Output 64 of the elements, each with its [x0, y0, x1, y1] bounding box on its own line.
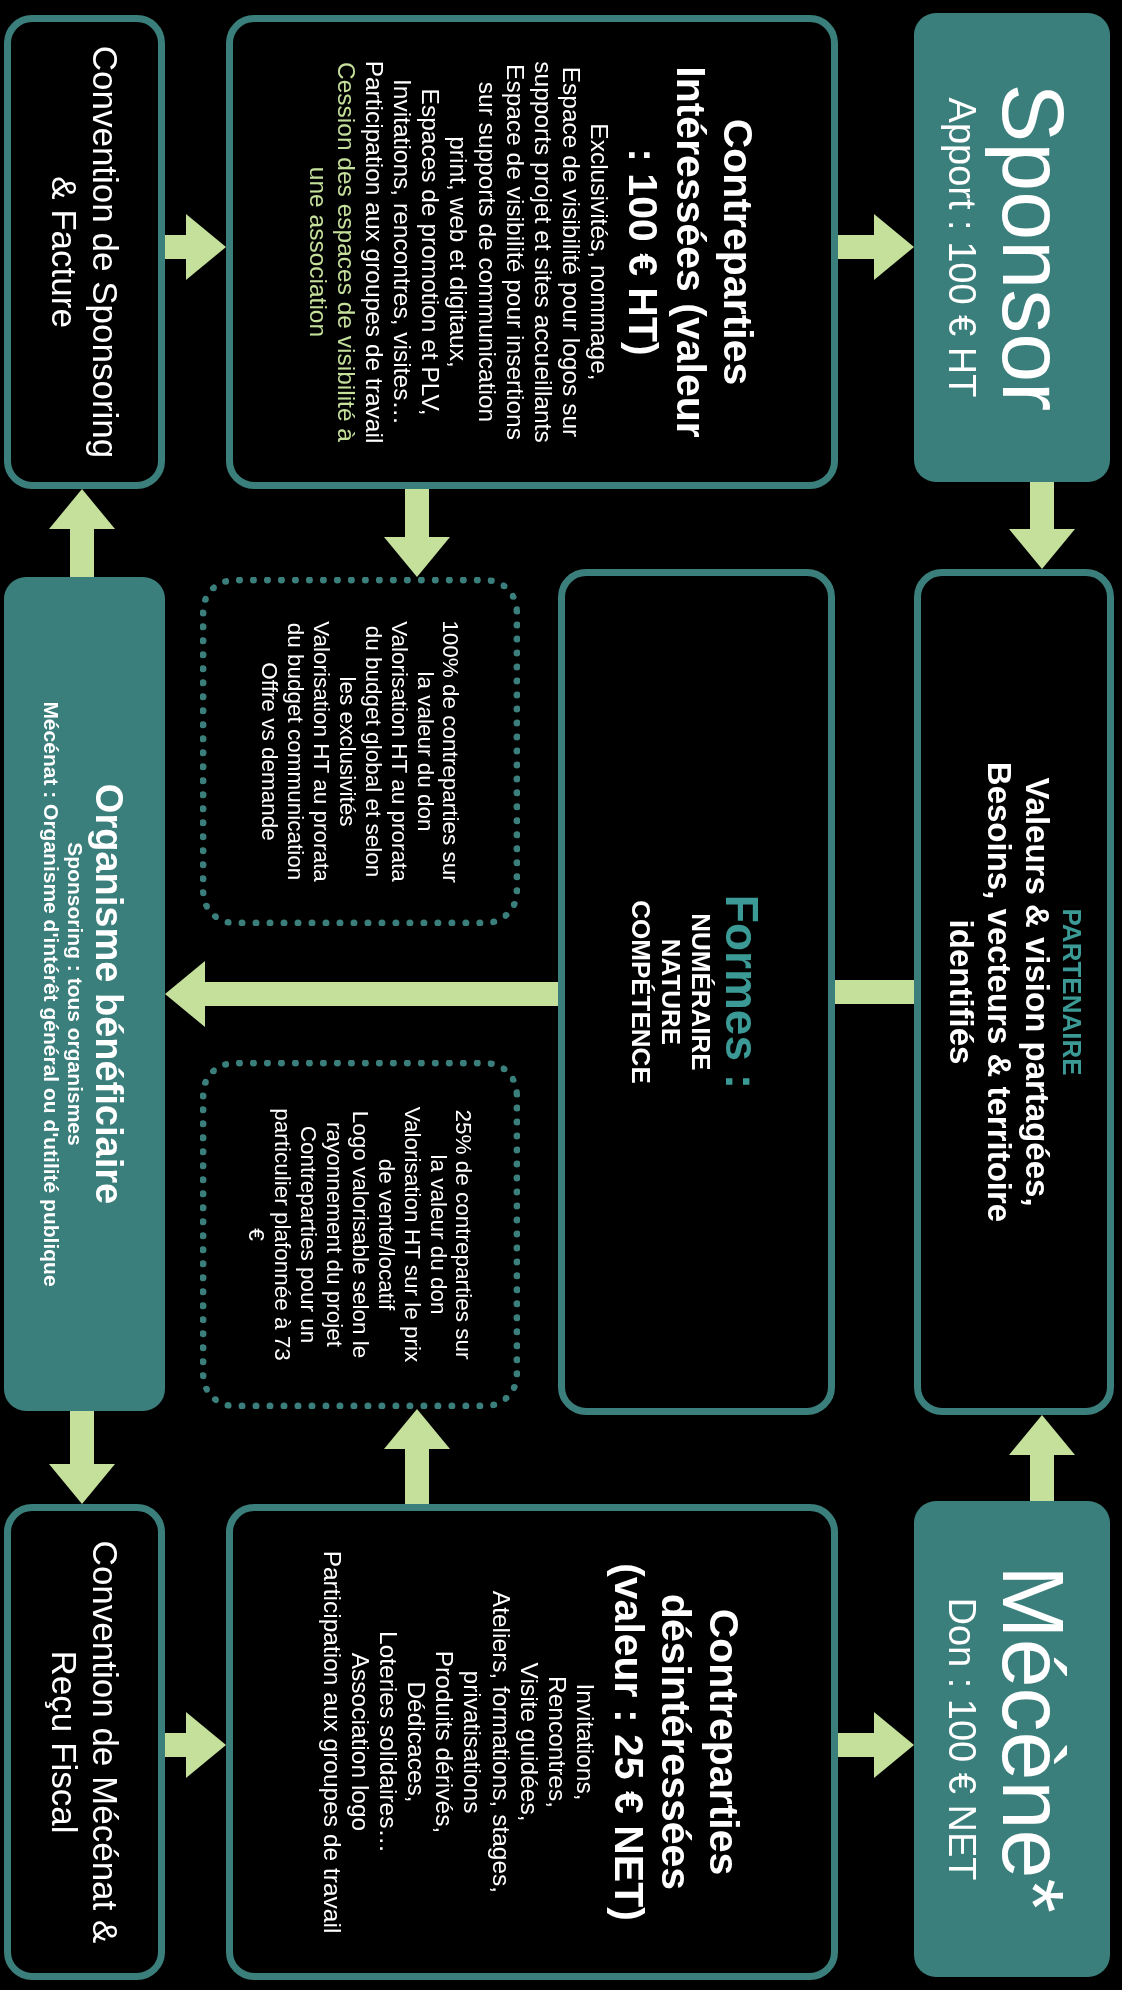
- box-text: Participation aux groupes de travail: [359, 60, 388, 444]
- box-text: NUMÉRAIRE: [685, 913, 715, 1071]
- block-arrow: [1009, 1415, 1075, 1501]
- block-arrow: [838, 1712, 914, 1778]
- outlined-box: [4, 15, 165, 489]
- block-arrow: [1009, 482, 1075, 569]
- box-text: Cession des espaces de visibilité à une association: [303, 61, 360, 444]
- outlined-box: [226, 15, 838, 489]
- block-arrow: [838, 214, 914, 280]
- box-title: Mécène*: [983, 1565, 1085, 1913]
- box-text: Espace de visibilité pour logos sur supports projet et sites accueillants: [528, 60, 586, 445]
- box-text: Produits dérivés,: [430, 1650, 459, 1834]
- box-text: Rencontres,: [543, 1675, 571, 1809]
- box-text: Invitations,: [571, 1683, 600, 1801]
- outlined-box: [226, 1504, 838, 1980]
- box-text: Exclusivités, nommage,: [585, 123, 614, 381]
- box-text: Loteries solidaires…: [373, 1631, 402, 1853]
- box-title: Formes :: [715, 894, 768, 1090]
- block-arrow: [49, 489, 115, 577]
- block-arrow: [165, 961, 558, 1027]
- box-text: Participation aux groupes de travail: [317, 1550, 346, 1934]
- box-text: Contreparties pour un particulier plafonnée à 73 €: [243, 1107, 322, 1363]
- box-text: Mécénat : Organisme d'intérêt général ou d'utilité publique: [38, 701, 63, 1287]
- box-text: Convention de Sponsoring & Facture: [44, 44, 125, 461]
- box-text: Logo valorisable selon le rayonnement du projet: [321, 1109, 373, 1361]
- box-text: Visite guidées,: [514, 1662, 543, 1822]
- box-text: Valeurs & vision partagées, Besoins, vecteurs & territoire identifiés: [942, 760, 1056, 1225]
- block-arrow: [384, 1409, 450, 1504]
- box-text: Don : 100 € NET: [940, 1597, 984, 1881]
- box-text: Apport : 100 € HT: [940, 97, 984, 398]
- outlined-box: [558, 569, 835, 1415]
- block-arrow: [49, 1411, 115, 1504]
- box-text: Offre vs demande: [256, 662, 283, 841]
- box-title: Organisme bénéficiaire: [87, 783, 131, 1205]
- filled-box: [914, 13, 1110, 482]
- block-arrow: [384, 489, 450, 577]
- box-text: COMPÉTENCE: [625, 900, 656, 1084]
- box-text: Sponsoring : tous organismes: [62, 842, 87, 1146]
- outlined-box: [4, 1504, 165, 1980]
- box-text: Dédicaces,: [402, 1681, 431, 1803]
- box-text: Espaces de promotion et PLV,: [416, 88, 445, 416]
- box-title: Contreparties Intéressées (valeur : 100 € HT): [619, 65, 761, 440]
- outlined-box: [914, 569, 1114, 1415]
- box-title: Sponsor: [983, 83, 1085, 412]
- box-title: 100% de contreparties sur la valeur du don: [411, 619, 464, 884]
- box-text: Valorisation HT au prorata du budget global et selon les exclusivités: [334, 620, 412, 884]
- box-text: Valorisation HT au prorata du budget communication: [282, 620, 335, 884]
- box-title: PARTENAIRE: [1055, 908, 1086, 1076]
- block-arrow: [165, 214, 226, 280]
- box-text: Invitations, rencontres, visites…: [388, 79, 417, 425]
- filled-box: [914, 1501, 1110, 1977]
- box-title: 25% de contreparties sur la valeur du don: [424, 1108, 477, 1362]
- box-text: Espace de visibilité pour insertions sur supports de communication print, web et digitaux,: [444, 63, 529, 442]
- block-arrow: [165, 1712, 226, 1778]
- dotted-box: [200, 577, 520, 926]
- connector-bar: [835, 980, 914, 1004]
- dotted-box: [200, 1060, 520, 1409]
- box-text: Ateliers, formations, stages, privatisations: [458, 1589, 515, 1896]
- box-text: Association logo: [345, 1652, 374, 1832]
- box-text: NATURE: [655, 938, 685, 1046]
- filled-box: [4, 577, 165, 1411]
- box-text: Convention de Mécénat & Reçu Fiscal: [44, 1539, 125, 1946]
- box-title: Contreparties désintéressées (valeur : 25 € NET): [605, 1562, 747, 1923]
- box-text: Valorisation HT sur le prix de vente/locatif: [372, 1105, 425, 1365]
